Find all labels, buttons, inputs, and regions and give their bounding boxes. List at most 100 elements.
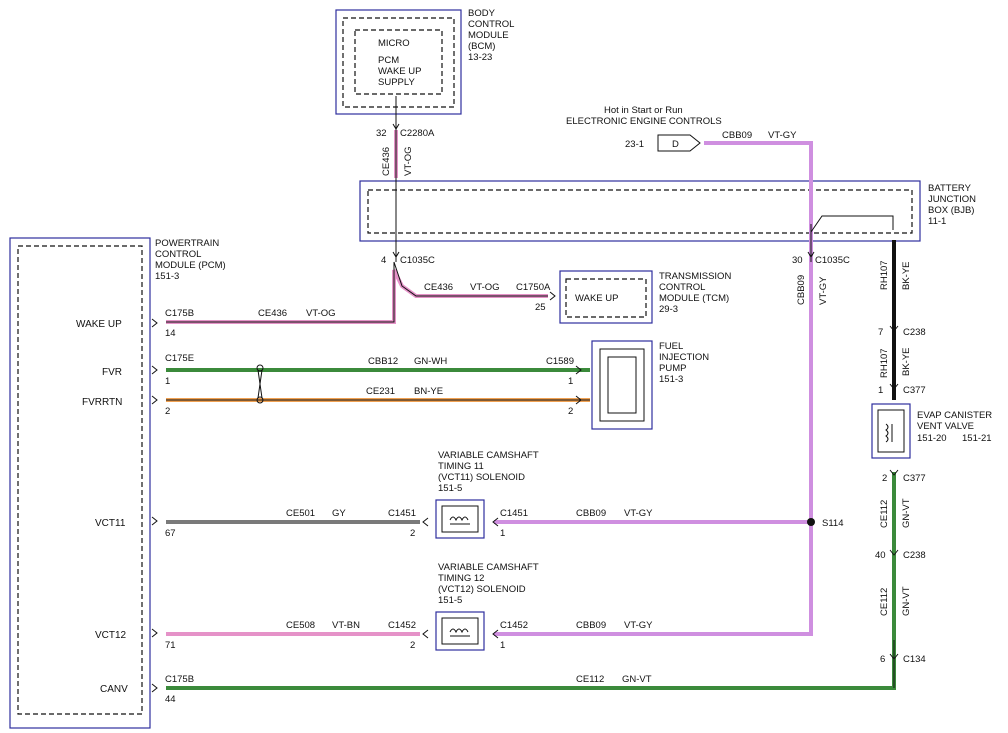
bjb-name-4: 11-1	[928, 216, 946, 227]
bjb-name-3: BOX (BJB)	[928, 205, 974, 216]
hot-ref: 23-1	[625, 139, 644, 150]
bcm-micro-label: MICRO	[378, 38, 410, 49]
lbl-bnye: BN-YE	[414, 386, 443, 397]
vct11-name-2: TIMING 11	[438, 461, 484, 472]
lbl-p2-c377: 2	[882, 473, 887, 484]
tcm-name-3: MODULE (TCM)	[659, 293, 729, 304]
bcm-supply-label: SUPPLY	[378, 77, 415, 88]
hot-line2: ELECTRONIC ENGINE CONTROLS	[566, 116, 722, 127]
lbl-gnvt-lower: GN-VT	[901, 586, 912, 616]
pcm-name-4: 151-3	[155, 271, 179, 282]
lbl-p1-vct11: 1	[500, 528, 505, 539]
vct11-connector-marks	[422, 517, 499, 527]
lbl-c1452-left: C1452	[388, 620, 416, 631]
bjb-dashed-inner	[367, 189, 913, 234]
c1035c-mark-left	[392, 251, 400, 258]
pcm-connector-marks	[151, 318, 158, 693]
pin-fvr: FVR	[102, 367, 122, 378]
fuel-name-3: PUMP	[659, 363, 686, 374]
evap-name-1: EVAP CANISTER	[917, 410, 992, 421]
evap-coil-icon	[885, 423, 893, 443]
lbl-ce501: CE501	[286, 508, 315, 519]
bcm-name-5: 13-23	[468, 52, 492, 63]
lbl-p1-c377: 1	[878, 385, 883, 396]
bcm-pcm-label: PCM	[378, 55, 399, 66]
fuel-connector-marks	[575, 365, 582, 405]
tcm-box	[559, 270, 653, 324]
lbl-gnvt-h: GN-VT	[622, 674, 652, 685]
bcm-micro-box	[354, 29, 443, 95]
pcm-name-3: MODULE (PCM)	[155, 260, 226, 271]
bjb-name-1: BATTERY	[928, 183, 972, 194]
lbl-c377-upper: C377	[903, 385, 926, 396]
lbl-ce112-h: CE112	[576, 674, 604, 685]
pcm-dashed-inner	[17, 245, 143, 715]
lbl-p40: 40	[875, 550, 886, 561]
lbl-cbb09-vct11: CBB09	[576, 508, 606, 519]
lbl-cbb09-vert: CBB09	[796, 275, 807, 305]
lbl-p1-fuel: 1	[568, 376, 573, 387]
lbl-cbb12: CBB12	[368, 356, 398, 367]
lbl-ce112-upper: CE112	[879, 500, 890, 528]
c2280a-mark	[392, 123, 400, 130]
lbl-vtgy-vct12: VT-GY	[624, 620, 653, 631]
evap-name-2: VENT VALVE	[917, 421, 974, 432]
lbl-p6: 6	[880, 654, 885, 665]
lbl-c1750a: C1750A	[516, 282, 551, 293]
lbl-ce508: CE508	[286, 620, 315, 631]
wire-cbb09-main	[494, 141, 813, 636]
lbl-c1035c-left: C1035C	[400, 255, 435, 266]
lbl-gy: GY	[332, 508, 346, 519]
fuel-name-1: FUEL	[659, 341, 683, 352]
lbl-vtbn: VT-BN	[332, 620, 360, 631]
lbl-c1035c-right: C1035C	[815, 255, 850, 266]
lbl-p4: 4	[381, 255, 386, 266]
pin-fvrrtn: FVRRTN	[82, 397, 122, 408]
lbl-p1-vct12: 1	[500, 640, 505, 651]
tcm-name-2: CONTROL	[659, 282, 705, 293]
bcm-name-1: BODY	[468, 8, 496, 19]
bcm-dashed-inner	[342, 17, 455, 108]
lbl-p67: 67	[165, 528, 176, 539]
lbl-rh107-upper: RH107	[879, 260, 890, 290]
vct12-connector-marks	[422, 629, 499, 639]
vct12-name-4: 151-5	[438, 595, 462, 606]
lbl-c134: C134	[903, 654, 926, 665]
vct12-name-1: VARIABLE CAMSHAFT	[438, 562, 539, 573]
lbl-vtog-vert: VT-OG	[403, 146, 414, 176]
lbl-p71: 71	[165, 640, 176, 651]
vct11-box	[435, 499, 485, 539]
wire-ce436-wakeup-core	[166, 261, 548, 323]
pin-vct11: VCT11	[95, 518, 126, 529]
lbl-c238-lower: C238	[903, 550, 926, 561]
lbl-p32: 32	[376, 128, 387, 139]
tcm-dashed-inner	[565, 278, 647, 318]
pcm-name-1: POWERTRAIN	[155, 238, 219, 249]
fuel-name-2: INJECTION	[659, 352, 709, 363]
lbl-ce112-lower: CE112	[879, 588, 890, 616]
lbl-vtog-h: VT-OG	[306, 308, 336, 319]
lbl-p2-fuel: 2	[568, 406, 573, 417]
pcm-box	[9, 237, 151, 729]
fuel-name-4: 151-3	[659, 374, 683, 385]
tcm-wakeup-label: WAKE UP	[575, 293, 618, 304]
vct11-coil-icon	[449, 516, 470, 525]
pin-canv: CANV	[100, 684, 128, 695]
lbl-c175b-top: C175B	[165, 308, 194, 319]
lbl-gnwh: GN-WH	[414, 356, 447, 367]
pin-wake-up: WAKE UP	[76, 319, 122, 330]
bjb-internal-link	[810, 215, 894, 233]
lbl-gnvt-upper: GN-VT	[901, 498, 912, 528]
lbl-p1-fvr: 1	[165, 376, 170, 387]
lbl-vtog-tcm: VT-OG	[470, 282, 500, 293]
vertical-connector-marks	[889, 325, 899, 660]
bcm-box	[335, 9, 462, 115]
lbl-bkye-lower: BK-YE	[901, 347, 912, 376]
vct11-name-3: (VCT11) SOLENOID	[438, 472, 525, 483]
lbl-p2-vct12: 2	[410, 640, 415, 651]
lbl-p25: 25	[535, 302, 546, 313]
lbl-p14: 14	[165, 328, 176, 339]
lbl-c175b-bottom: C175B	[165, 674, 194, 685]
bcm-wakeup-label: WAKE UP	[378, 66, 421, 77]
